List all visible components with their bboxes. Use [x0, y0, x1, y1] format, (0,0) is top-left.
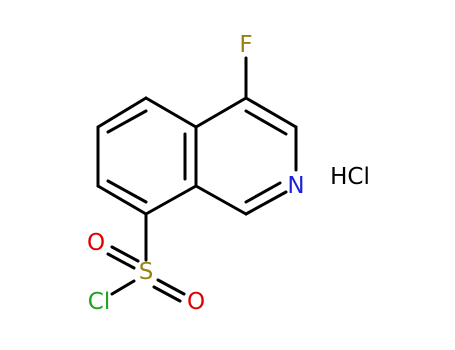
- bond-s-o-bottom-a: [156, 278, 186, 296]
- bond-s-o-top-a: [106, 252, 136, 270]
- atom-chlorine: Cl: [88, 289, 110, 315]
- atom-sulfur: S: [139, 259, 154, 285]
- atom-fluorine: F: [239, 32, 252, 58]
- bond-c5-c6: [96, 96, 148, 129]
- bond-s-o-bottom-b: [152, 285, 182, 303]
- bond-c4a-c4: [194, 96, 248, 129]
- bond-c1-c8a: [194, 184, 248, 216]
- bond-s-o-top-b: [110, 245, 140, 263]
- bond-c4-c3: [244, 96, 298, 129]
- atom-nitrogen: N: [287, 173, 304, 199]
- atom-labels: F N S O O Cl HCl: [87, 32, 370, 315]
- bond-c7-c8: [96, 184, 148, 216]
- bond-n-c1-inner: [244, 181, 282, 204]
- bond-c4a-c5: [144, 96, 198, 129]
- atom-oxygen-bottom: O: [187, 289, 205, 315]
- counterion-hcl: HCl: [330, 164, 370, 190]
- bond-c7-c8-inner: [106, 179, 148, 204]
- bonds: [96, 56, 298, 303]
- bond-c8-c8a: [144, 184, 198, 216]
- bond-s-cl: [110, 279, 136, 296]
- bond-c4-c3-inner: [244, 109, 288, 136]
- atom-oxygen-top: O: [87, 230, 105, 256]
- bond-c5-c6-inner: [106, 109, 148, 134]
- bond-n-c1: [244, 190, 288, 216]
